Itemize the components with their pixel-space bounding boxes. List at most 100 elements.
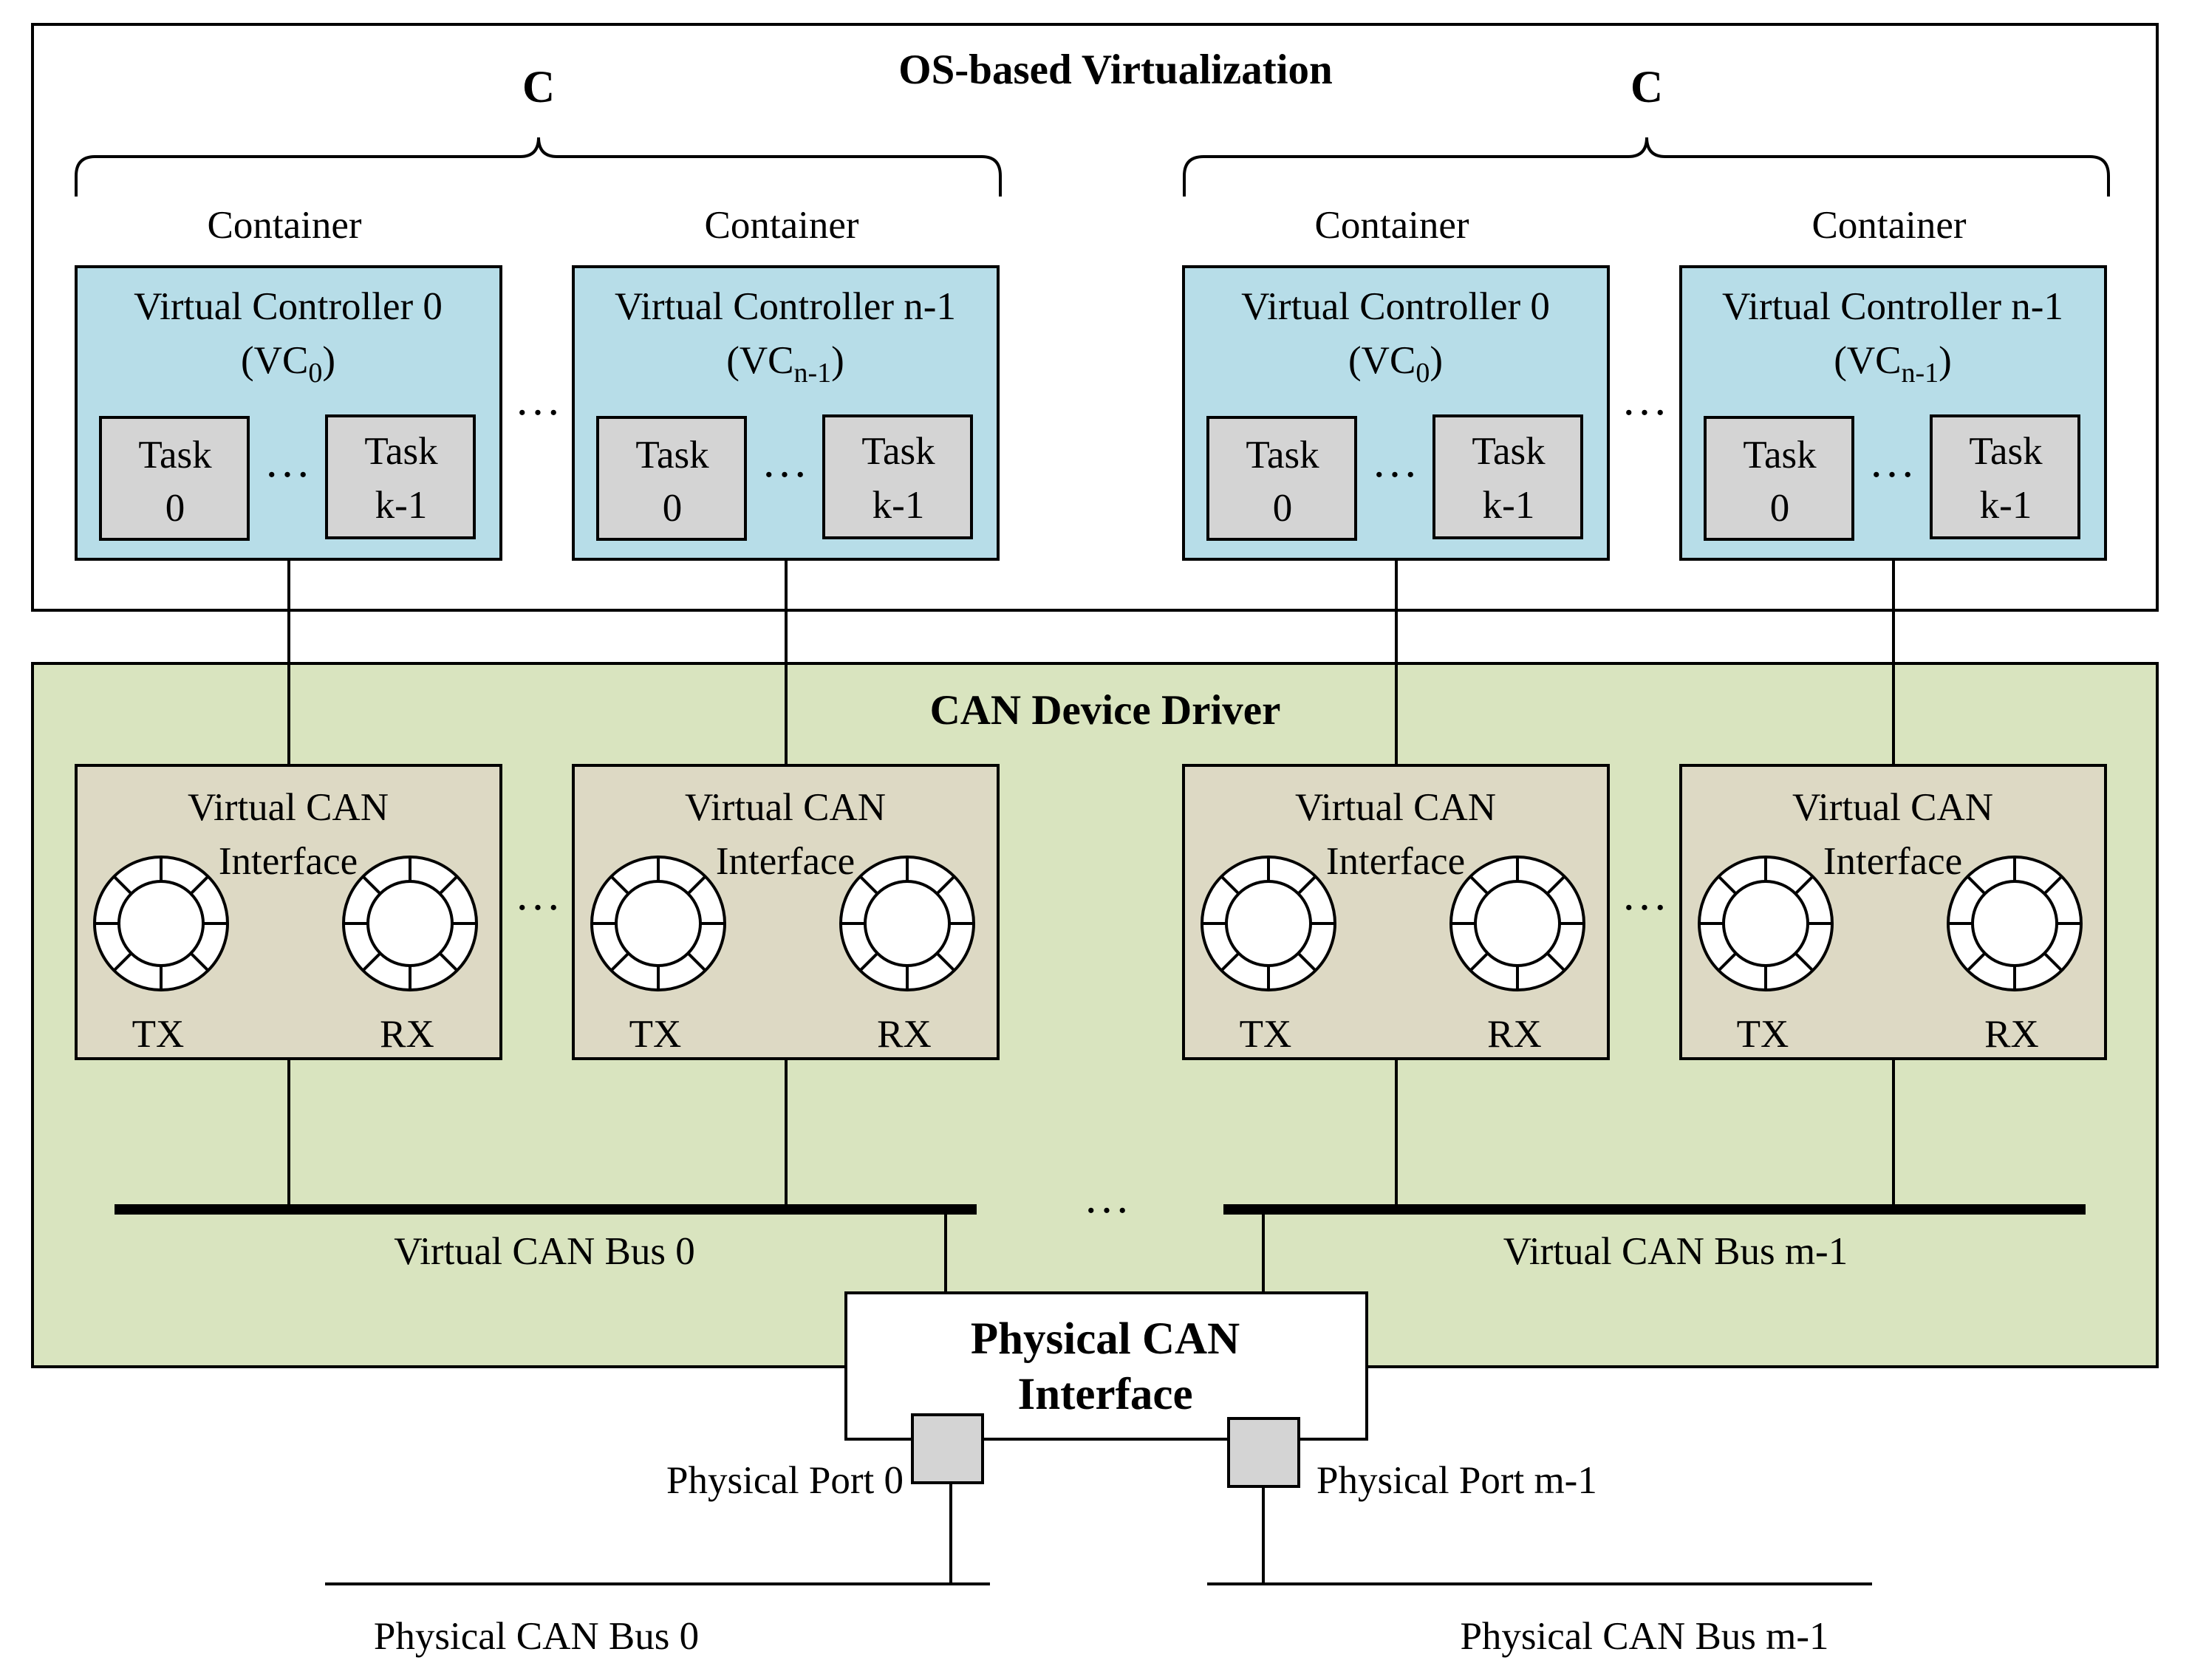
tx-ring-buffer-icon [1698,856,1834,991]
ring-slot-divider [361,875,382,895]
container-label: Container [705,204,859,247]
container-group-brace-label: C [522,63,555,112]
ring-slot-divider [189,952,210,972]
ring-slot-divider [1966,952,1987,972]
task-ellipsis: ... [763,437,810,487]
virtual-can-interface-label-2: Interface [219,840,358,883]
virtual-controller-id: (VC0) [241,339,335,389]
ring-slot-divider [1717,875,1738,895]
ring-slot-divider [1469,875,1489,895]
task-label: Task [1472,430,1546,473]
task-label: Task [138,434,212,477]
rx-label: RX [1487,1013,1542,1056]
container: Container Virtual Controller 0 (VC0) Tas… [1182,204,1610,561]
task-index: 0 [1273,487,1293,530]
ring-slot-divider [1794,875,1814,895]
ring-slot-divider [1546,875,1566,895]
ring-inner [366,880,454,967]
ring-slot-divider [935,875,956,895]
virtual-controller-name: Virtual Controller n-1 [1722,285,2063,328]
tx-label: TX [1240,1013,1292,1056]
virtual-controller-id: (VCn-1) [726,339,844,389]
ring-slot-divider [1220,952,1240,972]
rx-ring-buffer-icon [839,856,975,991]
ring-slot-divider [1717,952,1738,972]
ring-slot-divider [1546,952,1566,972]
virtual-can-interfaces: Virtual CAN Interface TX RX ... Virtual … [75,764,2107,1060]
os-layer-title: OS-based Virtualization [898,47,1332,93]
physical-can-interface: Physical CAN Interface Physical Port 0 P… [666,1291,1597,1584]
ring-inner [1722,880,1809,967]
virtual-can-bus-label: Virtual CAN Bus 0 [394,1230,695,1273]
task-label: Task [364,430,438,473]
physical-can-interface-label-2: Interface [1017,1370,1192,1419]
ring-slot-divider [438,952,459,972]
virtual-can-interface-label-2: Interface [1326,840,1465,883]
virtual-can-interface-label: Virtual CAN [188,786,389,829]
tx-label: TX [132,1013,185,1056]
physical-port-0 [911,1413,984,1484]
virtual-can-interface: Virtual CAN Interface TX RX [572,764,1000,1060]
task-ellipsis: ... [1373,437,1421,487]
ring-slot-divider [935,952,956,972]
container-group-brace-label: C [1630,63,1663,112]
physical-can-buses: Physical CAN Bus 0 Physical CAN Bus m-1 [325,1582,1872,1658]
ring-inner [1971,880,2058,967]
virtual-can-interface-label: Virtual CAN [685,786,886,829]
rx-label: RX [380,1013,434,1056]
container-label: Container [1315,204,1469,247]
task-box [1930,414,2080,539]
physical-can-bus-label: Physical CAN Bus 0 [374,1615,699,1658]
tx-ring-buffer-icon [1201,856,1336,991]
task-box [1432,414,1583,539]
virtual-can-interface-label-2: Interface [716,840,855,883]
task-box [325,414,476,539]
tx-label: TX [1737,1013,1789,1056]
virtual-can-interface-label: Virtual CAN [1295,786,1496,829]
container-group-brace [1183,137,2110,197]
task-box [1704,416,1854,541]
container-label: Container [208,204,362,247]
ring-slot-divider [1297,952,1317,972]
virtual-controller-id: (VCn-1) [1834,339,1952,389]
ring-inner [117,880,205,967]
ring-slot-divider [361,952,382,972]
virtual-can-interface-label-2: Interface [1823,840,1962,883]
tx-label: TX [629,1013,682,1056]
container-ellipsis: ... [516,375,564,425]
task-index: k-1 [1483,484,1535,527]
task-box [1206,416,1357,541]
task-label: Task [1969,430,2043,473]
rx-ring-buffer-icon [1449,856,1585,991]
driver-layer-title: CAN Device Driver [930,687,1281,734]
container-label: Container [1812,204,1967,247]
ring-inner [864,880,951,967]
rx-label: RX [1984,1013,2039,1056]
virtual-can-interface-label: Virtual CAN [1792,786,1993,829]
physical-can-interface-label: Physical CAN [971,1314,1240,1364]
task-box [596,416,747,541]
rx-label: RX [877,1013,932,1056]
rx-ring-buffer-icon [1947,856,2083,991]
task-index: 0 [1770,487,1790,530]
interface-ellipsis: ... [516,870,564,920]
physical-port-m-1 [1227,1417,1300,1488]
task-box [822,414,973,539]
ring-slot-divider [858,952,879,972]
bus-ellipsis: ... [1085,1173,1133,1223]
tx-ring-buffer-icon [93,856,229,991]
virtual-can-bus-label: Virtual CAN Bus m-1 [1503,1230,1848,1273]
ring-inner [1225,880,1312,967]
ring-slot-divider [112,952,133,972]
task-label: Task [635,434,709,477]
ring-inner [1474,880,1561,967]
ring-slot-divider [112,875,133,895]
task-ellipsis: ... [266,437,313,487]
ring-slot-divider [1794,952,1814,972]
container: Container Virtual Controller n-1 (VCn-1)… [1679,204,2107,561]
ring-slot-divider [1966,875,1987,895]
virtual-controller-id: (VC0) [1348,339,1443,389]
ring-slot-divider [1469,952,1489,972]
virtual-can-interface: Virtual CAN Interface TX RX [1679,764,2107,1060]
